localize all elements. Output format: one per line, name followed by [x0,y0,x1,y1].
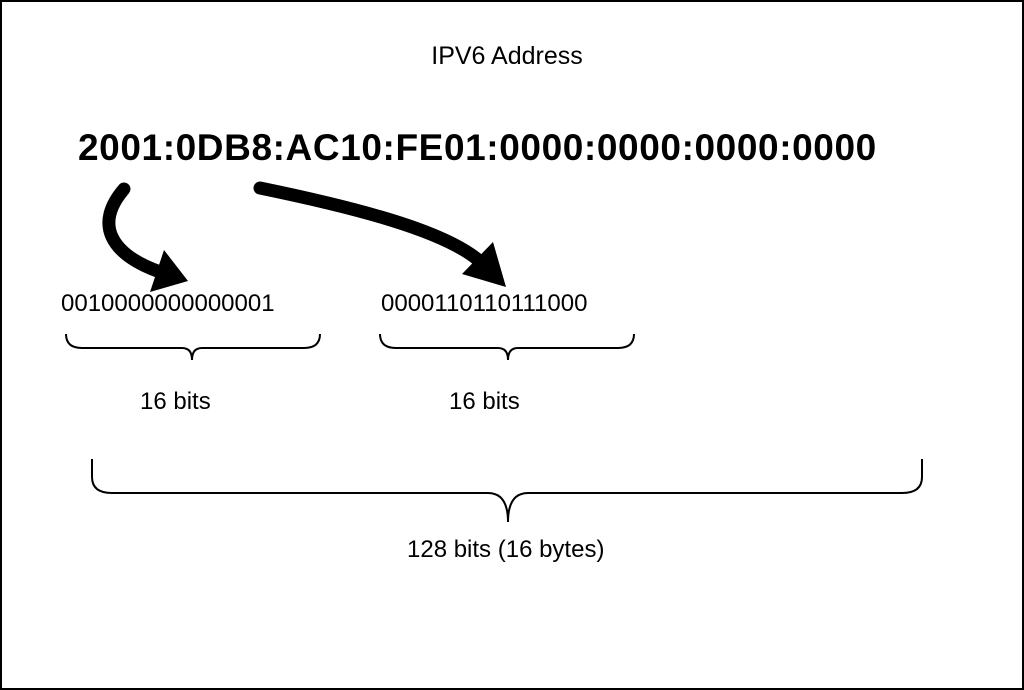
brace-first-group [65,333,321,361]
arrow-head-left [150,250,188,292]
total-bits-label: 128 bits (16 bytes) [407,536,605,563]
arrow-head-right [462,242,506,287]
arrow-to-first-group [102,182,188,292]
second-group-bit-label: 16 bits [449,388,520,415]
arrow-to-second-group [253,181,506,287]
arrow-shaft-right [253,181,484,266]
ipv6-address: 2001:0DB8:AC10:FE01:0000:0000:0000:0000 [78,127,877,168]
arrow-shaft-left [102,182,167,279]
brace-second-group [379,333,635,361]
first-group-binary: 0010000000000001 [61,290,275,317]
first-group-bit-label: 16 bits [140,388,211,415]
diagram-title: IPV6 Address [431,42,583,70]
second-group-binary: 0000110110111000 [381,290,588,317]
brace-total [91,459,923,523]
